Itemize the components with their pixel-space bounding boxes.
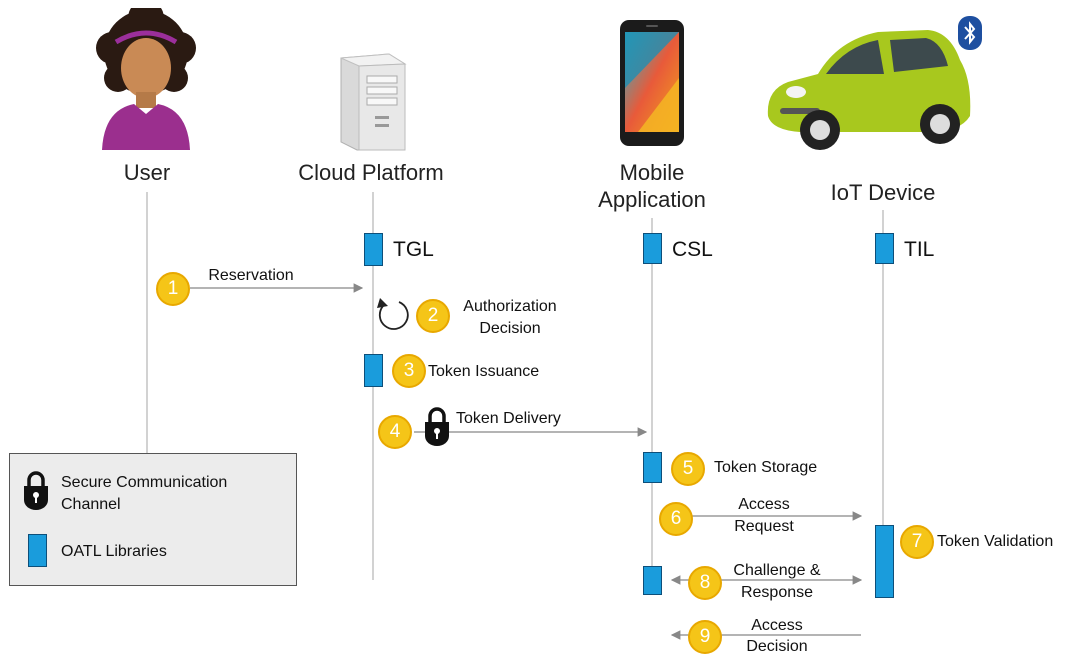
step-badge-5: 5 — [671, 452, 705, 486]
actor-label-user: User — [123, 160, 171, 185]
step-label-reservation: Reservation — [208, 267, 294, 284]
self-loop-arrow-icon — [377, 298, 409, 330]
actor-label-cloud: Cloud Platform — [298, 160, 444, 185]
bluetooth-icon — [958, 16, 982, 50]
step-badge-4: 4 — [378, 415, 412, 449]
smartphone-icon — [620, 20, 684, 146]
padlock-icon — [425, 407, 449, 446]
step-badge-9: 9 — [688, 620, 722, 654]
padlock-icon — [24, 471, 48, 510]
legend-secure-channel-line1: Secure Communication — [61, 474, 228, 491]
step-badge-1: 1 — [156, 272, 190, 306]
activation-bar-token-storage — [643, 452, 662, 483]
server-tower-icon — [340, 53, 407, 151]
step-badge-6: 6 — [659, 502, 693, 536]
library-bar-cloud — [364, 233, 383, 266]
library-label-iot: TIL — [904, 238, 935, 261]
legend-libraries-label: OATL Libraries — [61, 543, 167, 560]
legend-library-bar — [28, 534, 47, 567]
step-label-authorization-line1: Authorization — [463, 298, 557, 315]
person-icon — [96, 8, 196, 150]
actor-label-mobile-line1: Mobile — [619, 160, 685, 185]
step-label-token-storage: Token Storage — [714, 459, 818, 476]
step-label-authorization-line2: Decision — [479, 320, 541, 337]
step-label-access-decision-line1: Access — [751, 617, 803, 634]
step-label-token-delivery: Token Delivery — [456, 410, 561, 427]
step-label-challenge-line2: Response — [740, 584, 814, 601]
step-label-token-validation: Token Validation — [937, 533, 1054, 550]
step-label-access-request-line1: Access — [738, 496, 790, 513]
activation-bar-challenge — [643, 566, 662, 595]
legend: Secure Communication Channel OATL Librar… — [9, 453, 297, 586]
library-label-mobile: CSL — [672, 238, 713, 261]
legend-secure-channel-line2: Channel — [61, 496, 121, 513]
step-label-access-decision-line2: Decision — [746, 638, 808, 655]
activation-bar-token-issuance — [364, 354, 383, 387]
step-badge-7: 7 — [900, 525, 934, 559]
actor-label-iot: IoT Device — [830, 180, 936, 205]
step-badge-3: 3 — [392, 354, 426, 388]
step-label-challenge-line1: Challenge & — [733, 562, 821, 579]
library-bar-mobile — [643, 233, 662, 264]
step-label-token-issuance: Token Issuance — [428, 363, 540, 380]
step-label-access-request-line2: Request — [734, 518, 794, 535]
step-badge-8: 8 — [688, 566, 722, 600]
actor-label-mobile-line2: Application — [598, 187, 706, 212]
library-bar-iot — [875, 233, 894, 264]
step-badge-2: 2 — [416, 299, 450, 333]
car-icon — [767, 30, 971, 150]
library-label-cloud: TGL — [393, 238, 434, 261]
activation-bar-token-validation — [875, 525, 894, 598]
